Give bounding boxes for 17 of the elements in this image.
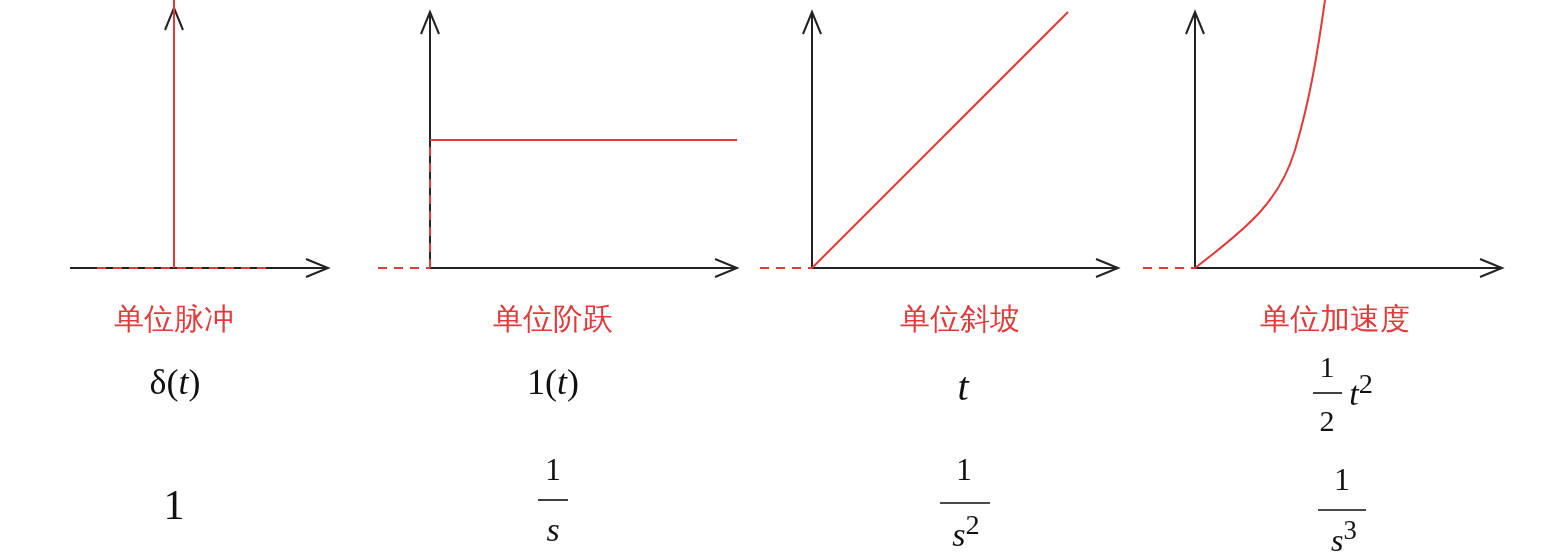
fraction-denominator: s — [546, 511, 560, 549]
fraction-denominator: 2 — [1319, 403, 1335, 437]
fraction-numerator: 1 — [545, 452, 561, 488]
signal-name: 单位阶跃 — [493, 301, 613, 335]
signal-name: 单位斜坡 — [900, 301, 1020, 335]
signal-name: 单位脉冲 — [114, 301, 234, 335]
signal-name: 单位加速度 — [1260, 301, 1410, 335]
fraction-numerator: 1 — [956, 452, 972, 488]
time-function: t$^{2}$ — [1349, 367, 1373, 413]
time-function: 1(t) — [527, 363, 579, 403]
fraction-numerator: 1 — [1319, 349, 1335, 383]
fraction-denominator: s$^{3}$ — [1331, 516, 1357, 558]
time-function: t — [957, 365, 969, 409]
time-function: δ(t) — [149, 363, 201, 403]
laplace-transform: 1 — [163, 481, 185, 529]
fraction-numerator: 1 — [1334, 462, 1350, 498]
fraction-denominator: s$^{2}$ — [952, 508, 980, 554]
